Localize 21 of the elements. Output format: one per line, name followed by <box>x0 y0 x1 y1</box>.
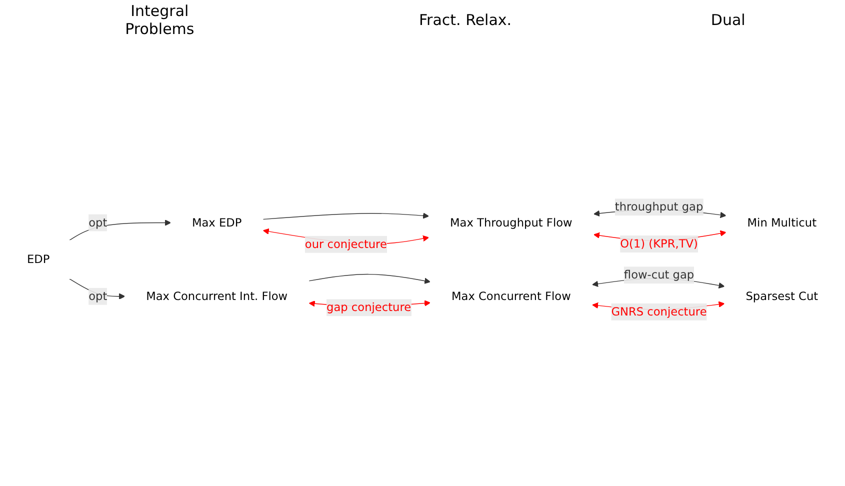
node-text: Max EDP <box>192 216 242 230</box>
edge-label: flow-cut gap <box>624 268 694 282</box>
node-text: EDP <box>26 252 50 266</box>
arrow <box>68 220 171 242</box>
arrow <box>262 213 430 220</box>
node-text: Sparsest Cut <box>746 290 818 304</box>
node-text: Max Throughput Flow <box>450 216 572 230</box>
column-heading: Dual <box>710 11 746 29</box>
node-text: Max Concurrent Int. Flow <box>146 290 288 304</box>
column-heading: Fract. Relax. <box>419 11 512 29</box>
edge-label: O(1) (KPR,TV) <box>620 237 698 251</box>
column-heading: Integral Problems <box>124 2 196 38</box>
edge-label: our conjecture <box>304 238 387 252</box>
edge-label: throughput gap <box>614 200 704 214</box>
edge-label: opt <box>88 290 108 304</box>
node-text: Max Concurrent Flow <box>451 290 571 304</box>
edge-label: GNRS conjecture <box>611 305 707 319</box>
edge-label: gap conjecture <box>326 301 412 314</box>
arrow <box>308 274 431 284</box>
edge-label: opt <box>88 216 108 230</box>
node-text: Min Multicut <box>747 216 817 230</box>
